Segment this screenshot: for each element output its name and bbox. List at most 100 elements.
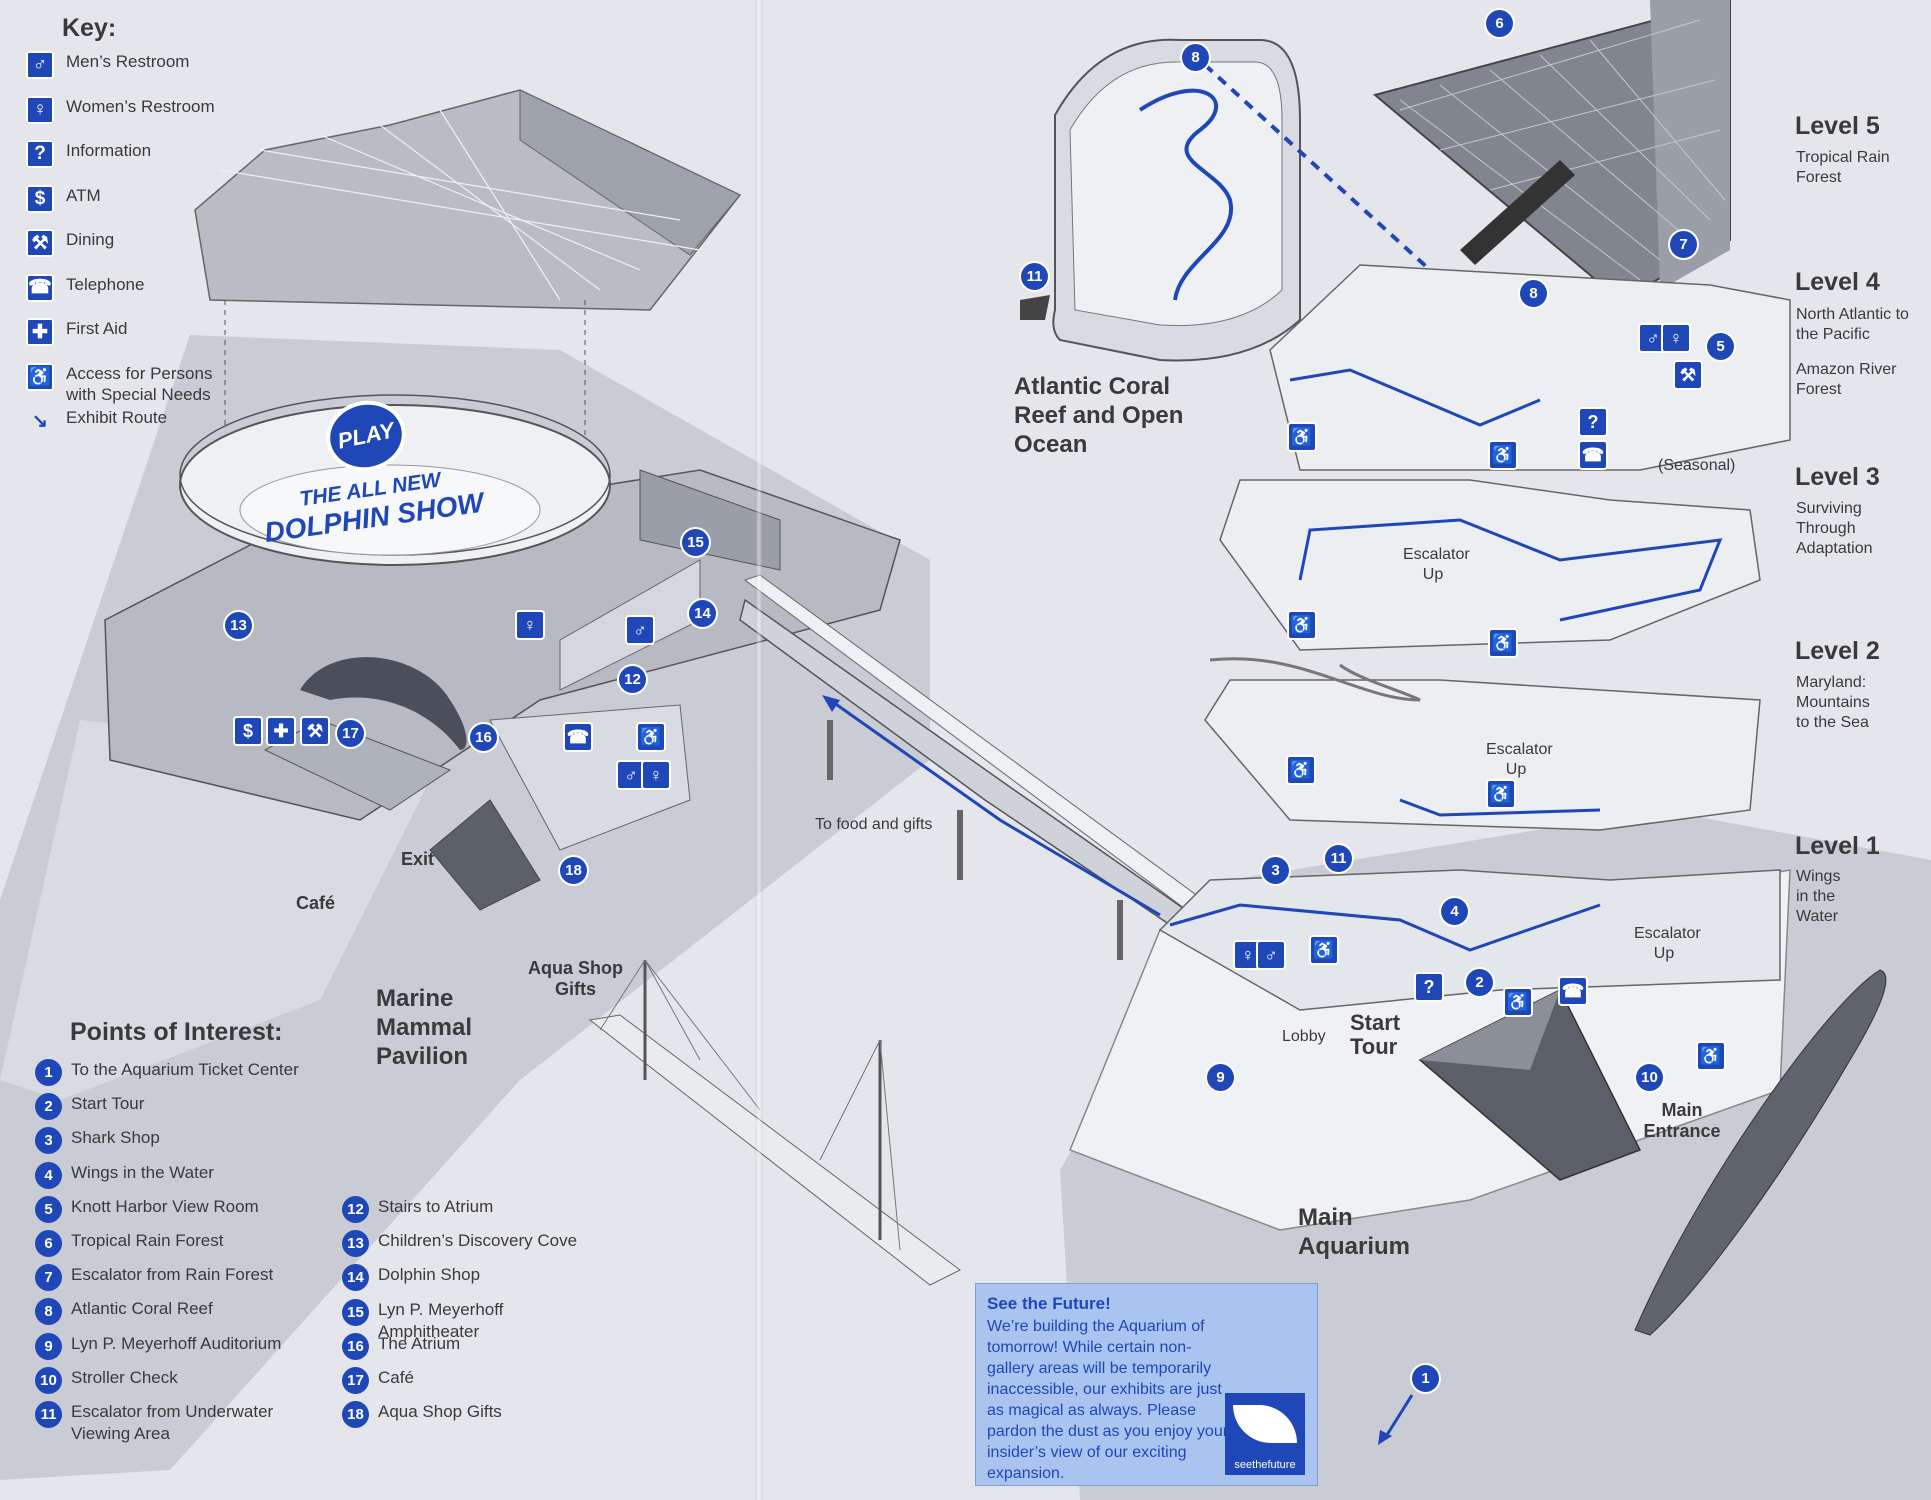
pavilion-glass-roof [194, 89, 742, 440]
marker-12-stairs-to-atrium[interactable]: 12 [619, 666, 646, 693]
mens-restroom-icon: ♂ [1258, 942, 1284, 968]
poi-label: Café [378, 1368, 414, 1387]
poi-number: 17 [342, 1367, 369, 1394]
poi-label: Lyn P. Meyerhoff Amphitheater [378, 1299, 504, 1341]
poi-number: 10 [35, 1366, 62, 1394]
poi-number: 15 [342, 1298, 369, 1326]
poi-label: Wings in the Water [71, 1162, 214, 1182]
main-aquarium-label: Main Aquarium [1298, 1204, 1411, 1260]
marker-8-atlantic-coral-reef-top[interactable]: 8 [1182, 44, 1209, 71]
see-the-future-body: We’re building the Aquarium of tomorrow!… [987, 1318, 1229, 1482]
skywalk-bridge [739, 574, 1211, 960]
submarine [1634, 969, 1887, 1336]
ticket-center-arrow [1383, 1394, 1414, 1439]
accessibility-icon: ♿ [1505, 989, 1531, 1015]
marker-14-dolphin-shop[interactable]: 14 [689, 600, 716, 627]
level-4-subtitle: North Atlantic to the Pacific [1796, 306, 1909, 343]
poi-item: 15 Lyn P. Meyerhoff Amphitheater [342, 1298, 608, 1343]
marker-10-stroller-check[interactable]: 10 [1636, 1064, 1663, 1091]
marker-4-wings-in-the-water[interactable]: 4 [1441, 898, 1468, 925]
points-of-interest-title: Points of Interest: [70, 1018, 283, 1046]
marker-16-the-atrium[interactable]: 16 [470, 724, 497, 751]
to-food-and-gifts-label: To food and gifts [815, 816, 933, 833]
marker-6-tropical-rain-forest[interactable]: 6 [1486, 10, 1513, 37]
telephone-icon: ☎ [565, 724, 591, 750]
level-1-subtitle: Wings in the Water [1796, 868, 1841, 925]
poi-label: Atlantic Coral Reef [71, 1299, 213, 1319]
marker-1-ticket-center[interactable]: 1 [1412, 1365, 1439, 1392]
map-key: Key: ♂Men’s Restroom♀Women’s Restroom?In… [26, 14, 286, 452]
marker-8-atlantic-coral-reef[interactable]: 8 [1520, 280, 1547, 307]
accessibility-icon: ♿ [1490, 630, 1516, 656]
key-label: Exhibit Route [66, 408, 168, 427]
key-label: ATM [66, 185, 101, 205]
poi-number: 8 [35, 1298, 62, 1326]
escalator-up-label-level2: Escalator Up [1486, 741, 1553, 778]
accessibility-icon: ♿ [26, 362, 54, 391]
marker-2-start-tour[interactable]: 2 [1466, 969, 1493, 996]
see-the-future-panel: See the Future! We’re building the Aquar… [975, 1283, 1318, 1486]
poi-label: Stairs to Atrium [378, 1197, 494, 1216]
poi-number: 13 [342, 1230, 369, 1258]
aqua-shop-gifts-label: Aqua Shop Gifts [528, 958, 623, 999]
accessibility-icon: ♿ [1698, 1043, 1724, 1069]
key-row: ☎Telephone [26, 273, 286, 319]
marker-5-knott-harbor-view-room[interactable]: 5 [1707, 333, 1734, 360]
womens-restroom-icon: ♀ [517, 612, 543, 638]
marker-15-amphitheater[interactable]: 15 [682, 529, 709, 556]
marker-17-cafe[interactable]: 17 [337, 720, 364, 747]
marker-3-shark-shop[interactable]: 3 [1262, 857, 1289, 884]
poi-label: Children’s Discovery Cove [378, 1231, 578, 1251]
marker-18-aqua-shop-gifts[interactable]: 18 [560, 857, 587, 884]
marker-11-escalator-underwater-top[interactable]: 11 [1021, 263, 1048, 290]
poi-label: Aqua Shop Gifts [378, 1402, 502, 1422]
womens-restroom-icon: ♀ [1235, 942, 1261, 968]
dining-icon: ⚒ [1675, 362, 1701, 388]
information-icon: ? [1580, 409, 1606, 435]
marker-9-auditorium[interactable]: 9 [1207, 1064, 1234, 1091]
level-2-title: Level 2 [1795, 637, 1880, 665]
marker-11-escalator-underwater[interactable]: 11 [1325, 845, 1352, 872]
start-tour-label: Start Tour [1350, 1010, 1401, 1059]
level-5-title: Level 5 [1795, 112, 1880, 140]
poi-number: 18 [342, 1401, 369, 1429]
poi-label: Escalator from Underwater Viewing Area [71, 1402, 274, 1443]
information-icon: ? [1416, 974, 1442, 1000]
key-row: ✚First Aid [26, 318, 286, 363]
marker-7-escalator-from-rain-forest[interactable]: 7 [1670, 231, 1697, 258]
marine-mammal-pavilion [104, 394, 901, 911]
accessibility-icon: ♿ [638, 724, 664, 750]
level-3-title: Level 3 [1795, 463, 1880, 491]
poi-label: The Atrium [378, 1333, 461, 1353]
key-row: ↘Exhibit Route [26, 407, 286, 452]
main-entrance-label: Main Entrance [1643, 1100, 1721, 1141]
level-2-subtitle: Maryland: Mountains to the Sea [1796, 674, 1870, 731]
key-label: First Aid [66, 319, 128, 338]
poi-number: 11 [35, 1401, 62, 1428]
womens-restroom-icon: ♀ [1663, 325, 1689, 351]
ticket-center-arrowhead [1378, 1430, 1392, 1445]
poi-label: Tropical Rain Forest [71, 1231, 224, 1250]
poi-label: Escalator from Rain Forest [71, 1265, 274, 1285]
wave-logo-icon [1233, 1405, 1297, 1443]
key-label: Access for Persons with Special Needs [66, 363, 213, 404]
key-row: ♿ Access for Persons with Special Needs [26, 362, 286, 408]
atm-icon: $ [235, 718, 261, 744]
poi-number: 16 [342, 1332, 369, 1360]
accessibility-icon: ♿ [1488, 781, 1514, 807]
womens-restroom-icon: ♀ [26, 95, 54, 124]
poi-label: To the Aquarium Ticket Center [71, 1060, 299, 1079]
marker-13-childrens-discovery-cove[interactable]: 13 [225, 612, 252, 639]
key-title: Key: [62, 14, 117, 42]
exit-label: Exit [401, 849, 435, 869]
level-2-slab [1204, 679, 1761, 831]
accessibility-icon: ♿ [1311, 937, 1337, 963]
telephone-icon: ☎ [1560, 978, 1586, 1004]
mens-restroom-icon: ♂ [26, 51, 54, 79]
